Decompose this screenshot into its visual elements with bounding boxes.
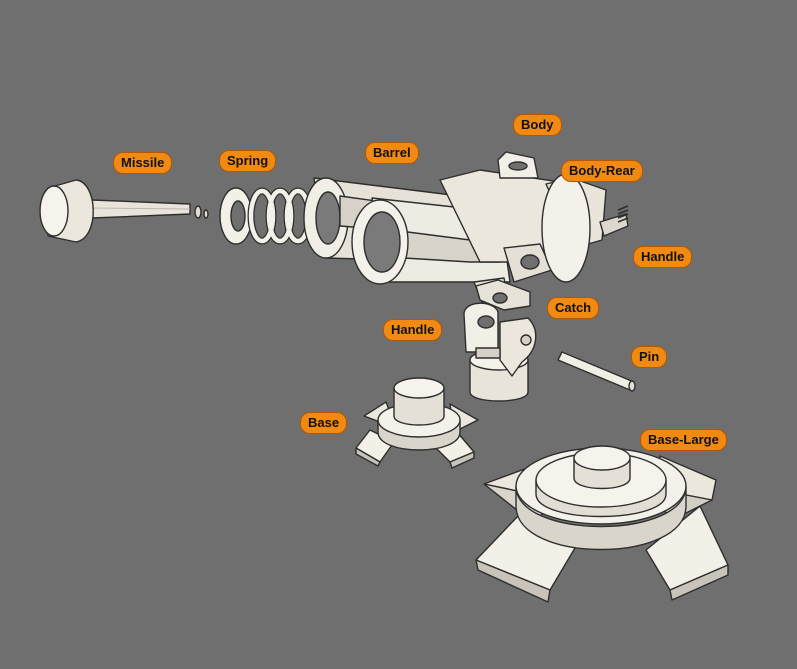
label-catch: Catch	[547, 297, 600, 319]
label-body-rear: Body-Rear	[561, 160, 643, 182]
label-base: Base	[300, 412, 348, 434]
spring-part	[219, 187, 313, 245]
body-rear-part	[541, 173, 629, 283]
label-pin: Pin	[631, 346, 668, 368]
base-part	[355, 377, 479, 469]
handle-center-part	[463, 302, 537, 402]
label-missile: Missile	[113, 152, 173, 174]
base-large-part	[475, 445, 729, 603]
label-barrel: Barrel	[365, 142, 419, 164]
label-spring: Spring	[219, 150, 277, 172]
missile-part	[39, 179, 209, 243]
label-body: Body	[513, 114, 562, 136]
label-handle-right: Handle	[633, 246, 693, 268]
pin-part	[557, 351, 636, 392]
label-base-large: Base-Large	[640, 429, 727, 451]
label-handle-center: Handle	[383, 319, 443, 341]
catch-part	[475, 279, 531, 311]
